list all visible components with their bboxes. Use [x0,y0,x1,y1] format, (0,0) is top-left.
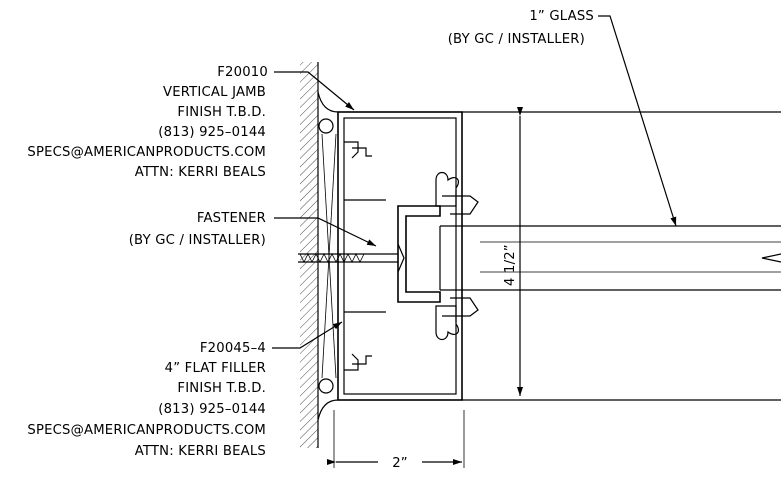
jamb-label-line-5: SPECS@AMERICANPRODUCTS.COM [27,145,266,160]
jamb-label: F20010 VERTICAL JAMB FINISH T.B.D. (813)… [27,65,268,180]
fastener-label-line-1: FASTENER [197,211,266,226]
jamb-label-line-2: VERTICAL JAMB [163,85,266,100]
glass-label-line-1: 1” GLASS [529,9,594,24]
jamb-label-line-4: (813) 925–0144 [158,125,266,140]
filler-label-line-4: (813) 925–0144 [158,402,266,417]
filler-label: F20045–4 4” FLAT FILLER FINISH T.B.D. (8… [27,341,266,459]
fastener-screw [298,243,405,273]
filler-label-line-6: ATTN: KERRI BEALS [135,444,266,459]
jamb-profile [337,111,479,401]
glass-label: 1” GLASS (BY GC / INSTALLER) [448,9,594,47]
adjacent-frame-outline [462,111,781,401]
height-dimension: 4 1/2” [503,107,523,396]
width-dimension-label: 2” [392,456,408,471]
leader-lines [272,15,677,349]
filler-label-line-3: FINISH T.B.D. [177,381,266,396]
jamb-label-line-1: F20010 [217,65,268,80]
wall [300,62,319,448]
filler-label-line-2: 4” FLAT FILLER [165,361,266,376]
sealant-joint [317,91,339,421]
fastener-label-line-2: (BY GC / INSTALLER) [129,233,266,248]
height-dimension-label: 4 1/2” [503,244,518,286]
width-dimension: 2” [327,410,465,471]
filler-label-line-5: SPECS@AMERICANPRODUCTS.COM [27,423,266,438]
jamb-label-line-6: ATTN: KERRI BEALS [135,165,266,180]
glass-pane [439,225,781,291]
fastener-label: FASTENER (BY GC / INSTALLER) [129,211,266,248]
filler-label-line-1: F20045–4 [200,341,266,356]
jamb-label-line-3: FINISH T.B.D. [177,105,266,120]
glass-label-line-2: (BY GC / INSTALLER) [448,32,585,47]
